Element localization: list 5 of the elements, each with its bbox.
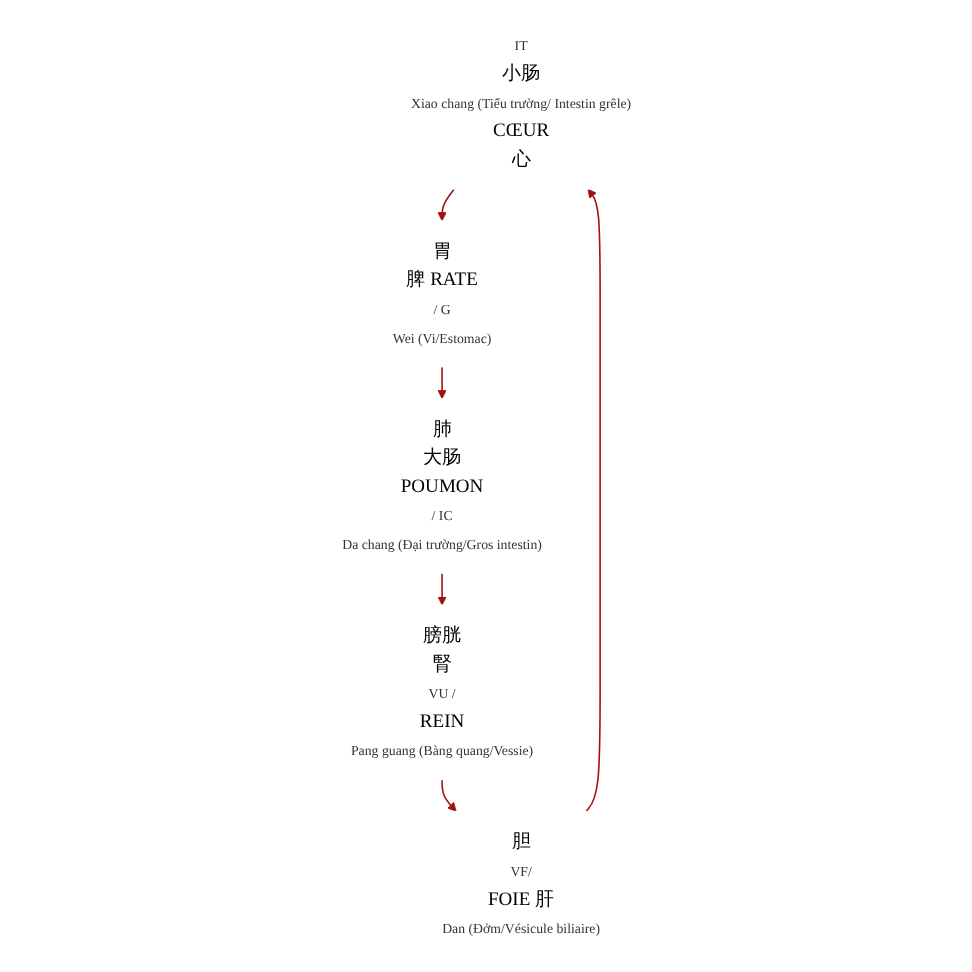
arrow xyxy=(436,188,455,222)
arrow xyxy=(436,572,446,606)
arrow xyxy=(584,188,601,813)
arrow xyxy=(436,366,446,400)
arrow xyxy=(440,778,456,812)
